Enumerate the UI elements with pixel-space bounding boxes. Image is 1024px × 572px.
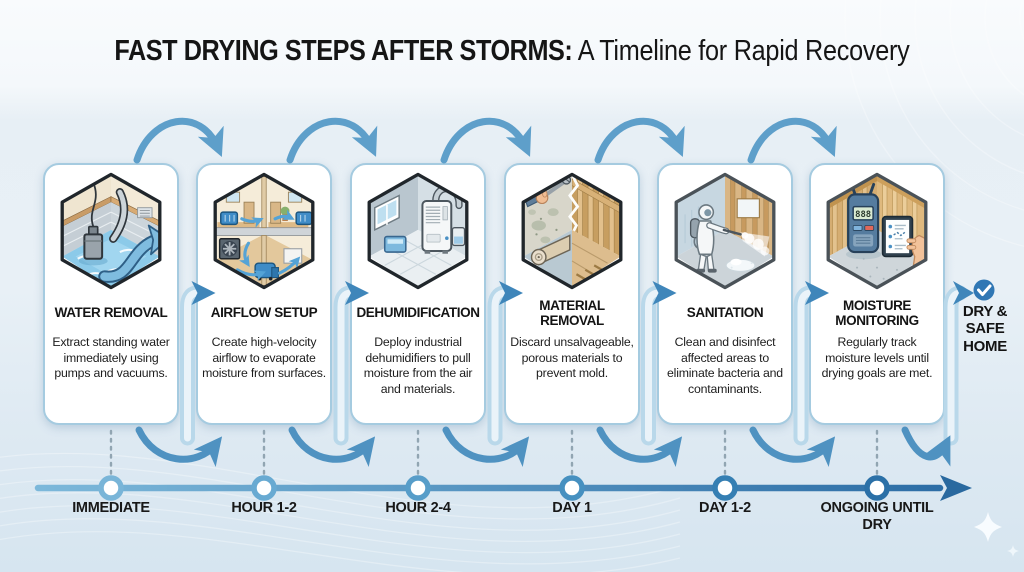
- step-description: Clean and disinfect affected areas to el…: [667, 335, 783, 397]
- step-card-dehumidification: DEHUMIDIFICATION Deploy industrial dehum…: [350, 163, 486, 425]
- meter-reading: 888: [855, 210, 871, 220]
- step-description: Regularly track moisture levels until dr…: [821, 335, 933, 381]
- timeline-label-1: IMMEDIATE: [72, 500, 150, 516]
- step-card-material-removal: MATERIAL REMOVAL Discard unsalvageable, …: [504, 163, 640, 425]
- sanitation-icon: [674, 172, 776, 290]
- outcome-label: DRY & SAFE HOME: [962, 303, 1008, 355]
- dehumidification-icon: [367, 172, 469, 290]
- moisture-monitoring-icon: 888: [826, 172, 928, 290]
- step-title-text: MOISTURE MONITORING: [835, 297, 919, 328]
- timeline-label-4: DAY 1: [552, 500, 592, 516]
- material-removal-icon: [521, 172, 623, 290]
- step-title-text: DEHUMIDIFICATION: [356, 305, 480, 321]
- step-description: Extract standing water immediately using…: [52, 335, 170, 381]
- step-description: Discard unsalvageable, porous materials …: [510, 335, 634, 381]
- timeline-label-6: ONGOING UNTIL DRY: [820, 500, 934, 534]
- step-title-text: MATERIAL REMOVAL: [539, 297, 605, 328]
- step-title-text: WATER REMOVAL: [54, 305, 168, 321]
- step-title-text: AIRFLOW SETUP: [210, 305, 318, 321]
- step-card-water-removal: WATER REMOVAL Extract standing water imm…: [43, 163, 179, 425]
- step-title: AIRFLOW SETUP: [198, 293, 330, 333]
- step-card-moisture-monitoring: 888 MOISTURE MONITORING Regularly track …: [809, 163, 945, 425]
- step-title: DEHUMIDIFICATION: [352, 293, 484, 333]
- page-title-emphasis: FAST DRYING STEPS AFTER STORMS:: [114, 35, 573, 67]
- timeline-label-5: DAY 1-2: [699, 500, 751, 516]
- step-title-text: SANITATION: [686, 305, 764, 321]
- header: FAST DRYING STEPS AFTER STORMS: A Timeli…: [0, 35, 1024, 68]
- corner-arcs-decor: [844, 0, 1024, 247]
- step-title: SANITATION: [659, 293, 791, 333]
- step-description: Create high-velocity airflow to evaporat…: [202, 335, 326, 381]
- step-card-sanitation: SANITATION Clean and disinfect affected …: [657, 163, 793, 425]
- step-description: Deploy industrial dehumidifiers to pull …: [363, 335, 473, 397]
- airflow-setup-icon: [213, 172, 315, 290]
- step-title: WATER REMOVAL: [45, 293, 177, 333]
- timeline-label-3: HOUR 2-4: [385, 500, 451, 516]
- page-title: FAST DRYING STEPS AFTER STORMS: A Timeli…: [114, 35, 910, 68]
- timeline-label-2: HOUR 1-2: [231, 500, 297, 516]
- water-removal-icon: [60, 172, 162, 290]
- step-title: MATERIAL REMOVAL: [506, 293, 638, 333]
- page-title-rest: A Timeline for Rapid Recovery: [572, 35, 910, 67]
- step-title: MOISTURE MONITORING: [811, 293, 943, 333]
- step-card-airflow-setup: AIRFLOW SETUP Create high-velocity airfl…: [196, 163, 332, 425]
